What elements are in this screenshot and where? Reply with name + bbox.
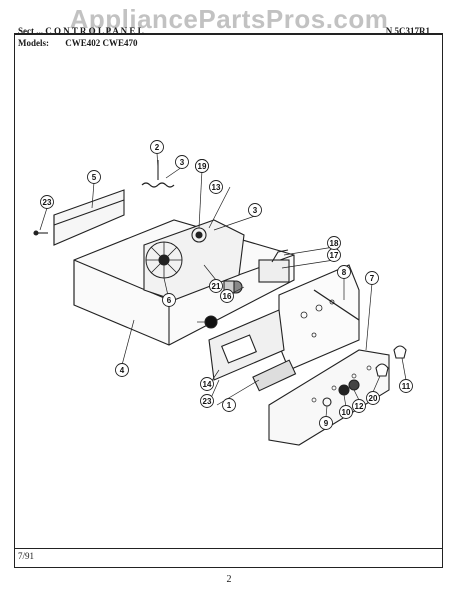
callout-7: 7 — [365, 271, 379, 285]
section-number: N 5C317R1 — [385, 26, 430, 36]
watermark: AppliancePartsPros.com — [69, 4, 389, 34]
callout-3: 3 — [248, 203, 262, 217]
callout-10: 10 — [339, 405, 353, 419]
callout-label: 3 — [253, 206, 258, 215]
header-rule — [14, 33, 443, 34]
models-list: CWE402 CWE470 — [65, 38, 138, 48]
callout-label: 5 — [92, 173, 97, 182]
callout-14: 14 — [200, 377, 214, 391]
callout-label: 10 — [342, 408, 351, 417]
callout-3: 3 — [175, 155, 189, 169]
callout-label: 11 — [402, 382, 411, 391]
section-title: Sect ... C O N T R O L P A N E L — [18, 26, 144, 36]
callout-1: 1 — [222, 398, 236, 412]
callout-label: 23 — [43, 198, 52, 207]
callout-label: 21 — [212, 282, 221, 291]
callout-5: 5 — [87, 170, 101, 184]
diagram-frame — [14, 34, 443, 568]
callout-4: 4 — [115, 363, 129, 377]
callout-label: 20 — [369, 394, 378, 403]
models-label: Models: — [18, 38, 49, 48]
callout-label: 8 — [342, 268, 347, 277]
callout-label: 7 — [370, 274, 375, 283]
callout-label: 2 — [155, 143, 160, 152]
callout-label: 17 — [330, 251, 339, 260]
callout-23: 23 — [40, 195, 54, 209]
callout-label: 6 — [167, 296, 172, 305]
callout-label: 3 — [180, 158, 185, 167]
revision-date: 7/91 — [18, 551, 35, 561]
callout-20: 20 — [366, 391, 380, 405]
callout-19: 19 — [195, 159, 209, 173]
callout-2: 2 — [150, 140, 164, 154]
callout-13: 13 — [209, 180, 223, 194]
callout-12: 12 — [352, 399, 366, 413]
footer-rule — [14, 548, 443, 549]
callout-label: 9 — [324, 419, 329, 428]
callout-16: 16 — [220, 289, 234, 303]
callout-label: 13 — [212, 183, 221, 192]
callout-label: 18 — [330, 239, 339, 248]
page-number: 2 — [226, 574, 232, 585]
callout-23: 23 — [200, 394, 214, 408]
callout-label: 23 — [203, 397, 212, 406]
callout-21: 21 — [209, 279, 223, 293]
callout-9: 9 — [319, 416, 333, 430]
callout-label: 14 — [203, 380, 212, 389]
callout-label: 1 — [227, 401, 232, 410]
callout-label: 4 — [120, 366, 125, 375]
callout-8: 8 — [337, 265, 351, 279]
exploded-diagram: 12334567891011121314161718191920212323 — [33, 140, 413, 446]
callout-label: 19 — [198, 162, 207, 171]
callout-11: 11 — [399, 379, 413, 393]
callout-6: 6 — [162, 293, 176, 307]
models-line: Models: CWE402 CWE470 — [18, 38, 138, 48]
callout-18: 18 — [327, 236, 341, 250]
callout-17: 17 — [327, 248, 341, 262]
callout-label: 12 — [355, 402, 364, 411]
callout-label: 16 — [223, 292, 232, 301]
